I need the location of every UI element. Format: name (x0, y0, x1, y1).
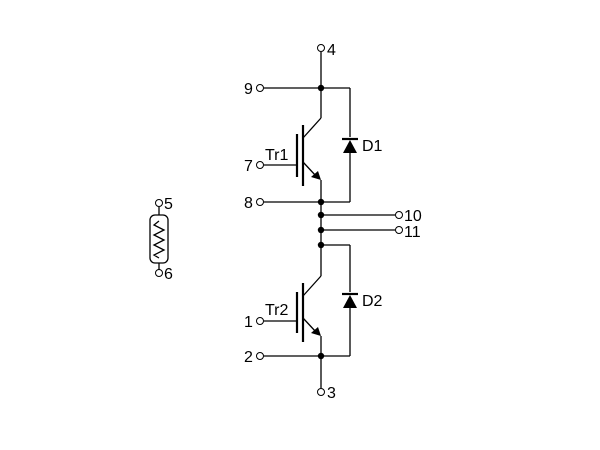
terminal-5-label: 5 (164, 196, 173, 213)
terminal-7-label: 7 (244, 158, 253, 175)
terminal-7[interactable] (256, 161, 264, 169)
terminal-3-label: 3 (327, 385, 336, 402)
terminal-4[interactable] (317, 44, 325, 52)
diode-d1-symbol (342, 137, 358, 153)
diode-d1-label: D1 (362, 138, 383, 155)
junction-8 (317, 198, 325, 206)
terminal-6[interactable] (155, 269, 163, 277)
terminal-3[interactable] (317, 388, 325, 396)
terminal-5[interactable] (155, 199, 163, 207)
junction-bottom (317, 352, 325, 360)
terminal-2[interactable] (256, 352, 264, 360)
terminal-8-label: 8 (244, 195, 253, 212)
terminal-2-label: 2 (244, 349, 253, 366)
transistor-tr2-symbol (295, 275, 322, 342)
terminal-10-label: 10 (404, 208, 422, 225)
terminal-1[interactable] (256, 317, 264, 325)
thermistor-symbol (149, 214, 169, 264)
terminal-4-label: 4 (327, 42, 336, 59)
diode-d2-label: D2 (362, 293, 383, 310)
terminal-8[interactable] (256, 198, 264, 206)
terminal-11-label: 11 (404, 224, 421, 241)
transistor-tr1-symbol (295, 117, 322, 186)
terminal-10[interactable] (395, 211, 403, 219)
terminal-11[interactable] (395, 226, 403, 234)
terminal-9-label: 9 (244, 81, 253, 98)
transistor-tr2-label: Tr2 (265, 302, 289, 319)
diode-d2-symbol (342, 292, 358, 308)
terminal-1-label: 1 (244, 314, 253, 331)
terminal-6-label: 6 (164, 266, 173, 283)
transistor-tr1-label: Tr1 (265, 147, 289, 164)
terminal-9[interactable] (256, 84, 264, 92)
